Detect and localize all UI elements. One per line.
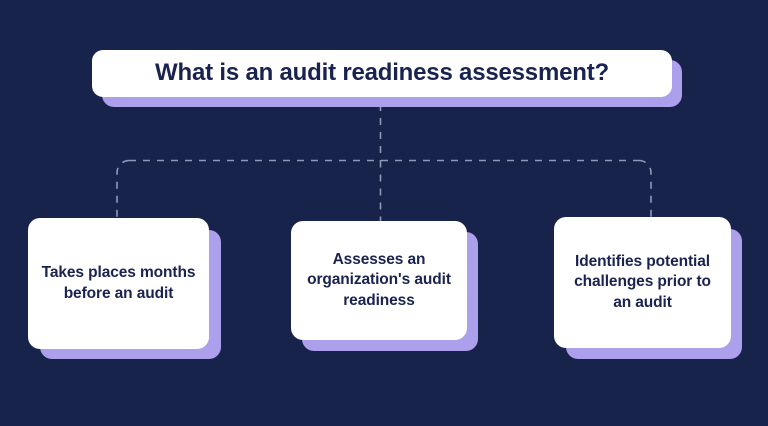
child-card-label: Identifies potential challenges prior to… [574,252,711,311]
child-card-assesses-an-organizations-audit-readiness[interactable]: Assesses an organization's audit readine… [291,221,467,340]
child-card-identifies-potential-challenges-prior-to-an-audit[interactable]: Identifies potential challenges prior to… [554,217,731,348]
child-card-label: Takes places months before an audit [41,263,196,302]
child-card-label: Assesses an organization's audit readine… [307,250,451,309]
title-card[interactable]: What is an audit readiness assessment? [92,50,672,97]
title-card-label: What is an audit readiness assessment? [155,59,609,87]
connector-branch-right [638,159,652,218]
connector-branch-left [116,159,130,220]
child-card-takes-places-months-before-an-audit[interactable]: Takes places months before an audit [28,218,209,349]
